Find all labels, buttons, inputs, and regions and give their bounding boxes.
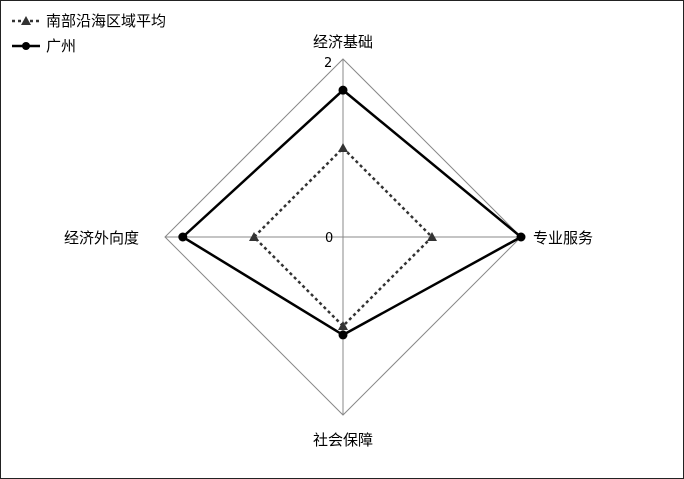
series-line-1 bbox=[180, 88, 524, 337]
tick-label-0: 0 bbox=[325, 231, 333, 246]
series-0-point-0 bbox=[338, 143, 348, 152]
radar-grid bbox=[164, 58, 522, 416]
legend-item-south: 南部沿海区域平均 bbox=[10, 8, 166, 33]
axis-label-2: 社会保障 bbox=[313, 431, 373, 449]
series-1-point-0 bbox=[338, 85, 348, 95]
axis-label-1: 专业服务 bbox=[533, 229, 593, 247]
legend-label-south: 南部沿海区域平均 bbox=[46, 12, 167, 30]
legend-item-guangzhou: 广州 bbox=[10, 33, 166, 58]
series-1-point-3 bbox=[178, 232, 188, 242]
series-0-point-1 bbox=[427, 232, 437, 241]
axis-label-0: 经济基础 bbox=[313, 33, 373, 51]
legend-swatch-dotted-triangle bbox=[12, 15, 40, 25]
series-layer bbox=[178, 85, 526, 340]
legend: 南部沿海区域平均 广州 bbox=[10, 8, 166, 58]
series-1-point-1 bbox=[516, 232, 526, 242]
series-0-point-2 bbox=[338, 321, 348, 330]
legend-label-guangzhou: 广州 bbox=[46, 37, 77, 55]
tick-label-2: 2 bbox=[324, 56, 332, 71]
legend-swatch-solid-circle bbox=[12, 41, 40, 50]
axis-label-3: 经济外向度 bbox=[64, 229, 139, 247]
series-1-point-2 bbox=[338, 330, 348, 340]
series-0-point-3 bbox=[249, 232, 259, 241]
